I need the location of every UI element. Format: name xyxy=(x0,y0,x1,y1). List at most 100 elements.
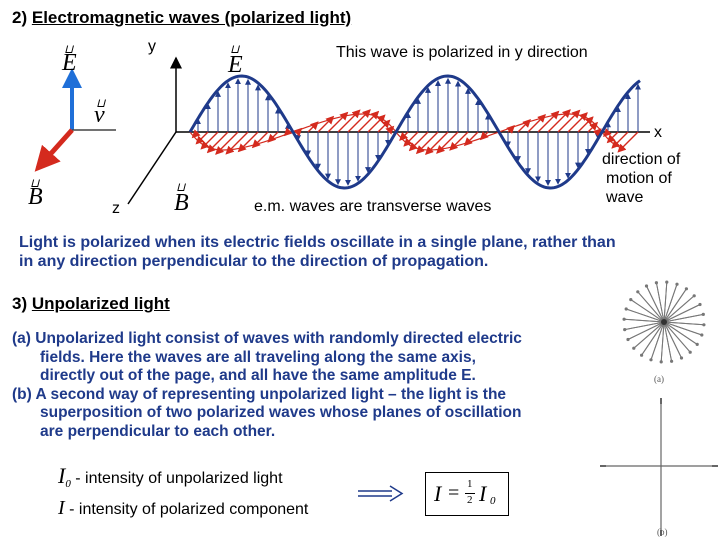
b-field-arrow xyxy=(506,125,515,134)
b-field-arrow xyxy=(251,131,269,149)
b-field-arrow xyxy=(267,131,279,143)
i0-text: - intensity of unpolarized light xyxy=(75,470,283,487)
b-field-arrow xyxy=(592,128,602,138)
random-field-tip xyxy=(624,307,628,311)
section-2-title: Electromagnetic waves (polarized light) xyxy=(31,8,352,27)
random-field-tip xyxy=(629,298,633,302)
motion-label: direction of motion of wave xyxy=(602,150,680,207)
wave-b-label: B xyxy=(174,190,189,216)
b-field-arrow xyxy=(215,131,239,155)
random-field-tip xyxy=(622,317,626,321)
b-field-arrow xyxy=(327,111,349,133)
b-field-arrow xyxy=(425,131,449,155)
figure-b-label: (b) xyxy=(657,527,668,537)
b-vector-arrow xyxy=(34,128,74,172)
z-axis xyxy=(127,131,177,205)
unpolarized-items: (a) Unpolarized light consist of waves w… xyxy=(12,330,522,441)
axis-y-label: y xyxy=(148,38,156,55)
b-field-arrow xyxy=(293,127,303,137)
b-field-arrow xyxy=(399,131,409,141)
v-hat-mark: ⊔ xyxy=(96,96,106,110)
b-field-arrow xyxy=(408,131,429,152)
item-b-line-1: A second way of representing unpolarized… xyxy=(35,385,507,403)
intensity-definitions: I0 - intensity of unpolarized light I - … xyxy=(58,464,308,522)
figure-a-label: (a) xyxy=(654,374,664,384)
item-a-label: (a) xyxy=(12,330,31,347)
random-field-tip xyxy=(684,287,689,291)
b-field-arrow xyxy=(479,131,489,141)
i-text: - intensity of polarized component xyxy=(69,501,309,519)
e-vector-label: E xyxy=(62,50,77,76)
component-arrowheads xyxy=(600,398,718,536)
motion-label-line-3: wave xyxy=(606,189,644,206)
perpendicular-components-figure xyxy=(600,398,718,536)
motion-label-line-1: direction of xyxy=(602,151,681,168)
random-field-tip xyxy=(636,290,640,294)
axis-z-label: z xyxy=(112,200,120,217)
section-2-heading: 2) Electromagnetic waves (polarized ligh… xyxy=(12,8,351,28)
formula-denominator: 2 xyxy=(467,494,473,506)
b-field-arrow xyxy=(225,131,249,155)
b-field-arrow xyxy=(603,128,612,137)
b-field-arrow xyxy=(307,121,319,133)
i0-subscript: 0 xyxy=(65,478,71,491)
v-vector-label: v xyxy=(94,102,105,128)
random-field-tip xyxy=(692,294,696,298)
b-field-arrow xyxy=(577,116,594,133)
random-field-tip xyxy=(698,302,702,307)
wave-e-label: E xyxy=(228,52,243,78)
b-field-arrow xyxy=(557,109,581,133)
b-field-arrow xyxy=(195,131,209,145)
b-field-arrow xyxy=(377,119,391,133)
b-field-arrow xyxy=(200,131,219,150)
section-3-heading: 3) Unpolarized light xyxy=(12,294,170,314)
b-field-arrow xyxy=(527,114,546,133)
b-field-arrow xyxy=(317,115,335,133)
b-vector-label: B xyxy=(28,184,43,210)
b-field-arrow xyxy=(337,109,361,133)
b-field-arrow xyxy=(283,127,293,137)
random-field-star-figure xyxy=(622,280,706,364)
e-hat-mark: ⊔ xyxy=(64,42,74,56)
formula-fraction-bar xyxy=(465,493,475,494)
section-3-number: 3) xyxy=(12,294,28,313)
wave-field-arrows xyxy=(189,77,641,186)
b-field-arrow xyxy=(436,131,459,154)
random-field-tip xyxy=(701,312,705,316)
caption-transverse: e.m. waves are transverse waves xyxy=(254,198,492,215)
random-field-tip xyxy=(665,280,669,284)
wave-b-hat-mark: ⊔ xyxy=(176,180,186,194)
i-symbol: I xyxy=(58,497,65,520)
section-3-title: Unpolarized light xyxy=(31,294,170,313)
b-field-arrow xyxy=(567,112,588,133)
b-field-arrow xyxy=(415,131,439,155)
paragraph-line-2: in any direction perpendicular to the di… xyxy=(19,252,489,270)
formula-lhs: I xyxy=(434,481,442,506)
b-field-arrow xyxy=(547,109,571,133)
i-definition: I - intensity of polarized component xyxy=(58,496,308,522)
i0-definition: I0 - intensity of unpolarized light xyxy=(58,464,308,496)
b-field-arrow xyxy=(611,131,629,149)
b-hat-mark: ⊔ xyxy=(30,176,40,190)
axis-x-label: x xyxy=(654,124,662,141)
item-b-line-2: superposition of two polarized waves who… xyxy=(40,404,522,421)
b-field-arrow xyxy=(617,131,639,153)
b-field-arrow xyxy=(463,131,479,147)
item-b: (b) A second way of representing unpolar… xyxy=(12,386,522,405)
paragraph-line-1: Light is polarized when its electric fie… xyxy=(19,234,616,251)
polarization-paragraph: Light is polarized when its electric fie… xyxy=(19,234,616,271)
formula-eq: = xyxy=(448,482,460,504)
section-2-number: 2) xyxy=(12,8,28,27)
item-a-line-2: fields. Here the waves are all traveling… xyxy=(40,348,476,366)
formula-rhs: I xyxy=(479,481,487,506)
b-field-arrow xyxy=(517,119,531,133)
b-field-arrow xyxy=(367,114,386,133)
b-field-arrow xyxy=(587,121,599,133)
electric-wave-curve xyxy=(188,74,641,190)
b-field-arrow xyxy=(191,129,201,139)
item-b-label: (b) xyxy=(12,385,32,403)
wave-e-hat-mark: ⊔ xyxy=(230,42,240,56)
motion-label-line-2: motion of xyxy=(606,170,672,187)
formula-rhs-subscript: 0 xyxy=(490,495,496,507)
